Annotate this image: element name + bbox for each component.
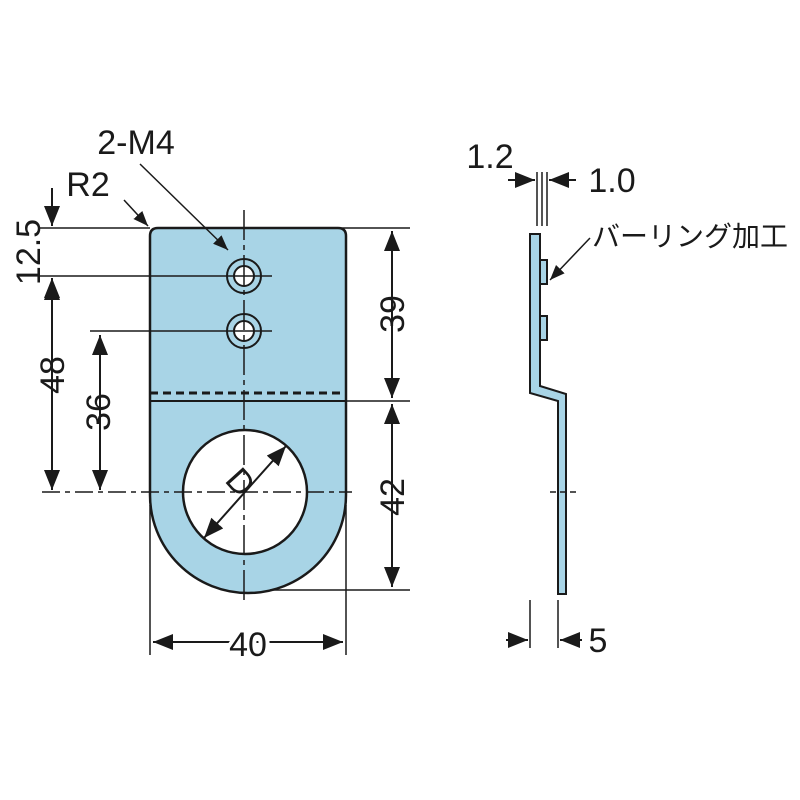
dim-second-hole: 36 xyxy=(80,393,118,431)
dim-hole-to-center: 48 xyxy=(34,356,72,394)
side-profile xyxy=(529,233,567,595)
burring-lower xyxy=(539,315,548,341)
side-view: 1.2 1.0 バーリング加工 5 xyxy=(466,138,788,660)
burring-upper xyxy=(539,259,548,285)
dim-step: 5 xyxy=(589,622,608,660)
dim-upper-height: 39 xyxy=(374,295,412,333)
label-burring: バーリング加工 xyxy=(592,220,788,253)
label-radius: R2 xyxy=(66,166,109,204)
label-holes: 2-M4 xyxy=(97,124,174,162)
dim-thickness: 1.2 xyxy=(466,138,513,176)
dim-top-offset: 12.5 xyxy=(10,219,48,285)
front-view: 12.5 48 36 39 42 40 D 2-M4 R2 xyxy=(10,124,412,668)
dim-width: 40 xyxy=(229,626,267,664)
dim-lower-height: 42 xyxy=(374,478,412,516)
dim-offset: 1.0 xyxy=(588,162,635,200)
